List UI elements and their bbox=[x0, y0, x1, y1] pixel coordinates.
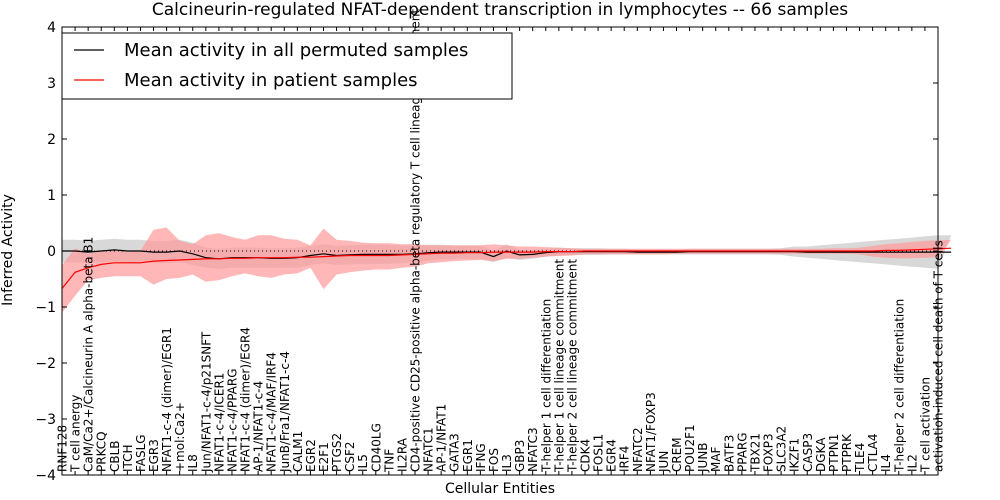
x-tick-label: CD4-positive CD25-positive alpha-beta re… bbox=[409, 9, 423, 472]
x-tick-label: FASLG bbox=[134, 434, 148, 472]
y-tick-label: −2 bbox=[35, 356, 56, 372]
x-tick-label: T-helper 1 cell differentiation bbox=[539, 299, 553, 473]
x-tick-label: EGR2 bbox=[304, 439, 318, 472]
x-tick-label: IL4 bbox=[879, 454, 893, 472]
x-tick-label: NFAT1-c-4/PPARG bbox=[226, 368, 240, 472]
x-tick-label: FOXP3 bbox=[762, 433, 776, 472]
x-tick-label: EGR4 bbox=[605, 439, 619, 472]
x-tick-label: TLE4 bbox=[853, 443, 867, 473]
x-tick-label: NFAT1-c-4/MAF/IRF4 bbox=[265, 352, 279, 472]
x-tick-label: E2F1 bbox=[317, 442, 331, 472]
y-tick-label: 4 bbox=[47, 20, 56, 36]
y-tick-label: 1 bbox=[47, 188, 56, 204]
x-tick-label: CaM/Ca2+/Calcineurin A alpha-beta B1 bbox=[82, 237, 96, 472]
x-tick-label: JUNB bbox=[696, 442, 710, 473]
x-tick-label: CD40LG bbox=[369, 423, 383, 472]
x-axis-label: Cellular Entities bbox=[445, 481, 555, 497]
y-axis-label: Inferred Activity bbox=[0, 194, 16, 306]
x-tick-label: CASP3 bbox=[801, 433, 815, 472]
x-tick-label: IFNG bbox=[474, 443, 488, 472]
x-tick-label: IL3 bbox=[500, 454, 514, 472]
x-tick-label: DGKA bbox=[814, 437, 828, 472]
line-series-1 bbox=[61, 247, 952, 289]
x-tick-label: CSF2 bbox=[343, 441, 357, 472]
x-tick-label: NFATC2 bbox=[631, 427, 645, 472]
x-tick-label: FOS bbox=[487, 448, 501, 472]
x-tick-label: IRF4 bbox=[618, 446, 632, 472]
legend-label: Mean activity in patient samples bbox=[124, 70, 418, 91]
x-tick-label: GBP3 bbox=[513, 440, 527, 472]
x-tick-label: NFATC3 bbox=[526, 427, 540, 472]
x-tick-label: IL8 bbox=[186, 454, 200, 472]
axes: −4 −3 −2 −1 0 1 2 3 4 bbox=[35, 20, 939, 484]
x-tick-label: MAF bbox=[709, 446, 723, 472]
x-tick-label: ITCH bbox=[121, 444, 135, 472]
chart-title: Calcineurin-regulated NFAT-dependent tra… bbox=[152, 0, 848, 20]
x-tick-label: T-helper 1 cell lineage commitment bbox=[552, 259, 566, 473]
x-tick-label: PTPN1 bbox=[827, 434, 841, 472]
x-tick-label: CTLA4 bbox=[866, 433, 880, 472]
legend: Mean activity in all permuted samplesMea… bbox=[61, 32, 513, 100]
x-tick-label: EGR3 bbox=[147, 439, 161, 472]
x-tick-label: CBLB bbox=[108, 440, 122, 472]
x-tick-label: EGR1 bbox=[461, 439, 475, 472]
y-tick-label: −1 bbox=[35, 300, 56, 316]
x-tick-label: CALM1 bbox=[291, 431, 305, 472]
x-tick-label: SLC3A2 bbox=[775, 426, 789, 472]
x-tick-label: T-helper 2 cell lineage commitment bbox=[565, 259, 579, 473]
x-tick-label: NFATC1 bbox=[422, 427, 436, 472]
x-tick-label: PTGS2 bbox=[330, 433, 344, 472]
x-tick-label: CDK4 bbox=[579, 439, 593, 472]
x-tick-label: IL2RA bbox=[395, 437, 409, 472]
x-tick-label: NFAT1/FOXP3 bbox=[644, 392, 658, 472]
x-tick-label: FOSL1 bbox=[592, 434, 606, 472]
y-tick-label: 0 bbox=[47, 244, 56, 260]
x-tick-label: IKZF1 bbox=[788, 438, 802, 472]
band-series-1 bbox=[62, 227, 952, 313]
x-tick-label: AP-1/NFAT1-c-4 bbox=[252, 381, 266, 472]
x-tick-label: BATF3 bbox=[722, 435, 736, 472]
line-series-0 bbox=[62, 249, 952, 260]
x-tick-label: JUN bbox=[657, 451, 671, 473]
x-tick-label: T cell activation bbox=[918, 377, 932, 473]
y-tick-label: 3 bbox=[47, 76, 56, 92]
legend-box bbox=[61, 32, 513, 100]
x-tick-label: NFAT1-c-4 (dimer)/EGR4 bbox=[239, 327, 253, 472]
x-tick-label: CREM bbox=[670, 437, 684, 472]
x-tick-label: TBX21 bbox=[749, 433, 763, 473]
x-tick-label: GATA3 bbox=[448, 433, 462, 472]
legend-label: Mean activity in all permuted samples bbox=[124, 40, 468, 61]
y-tick-label: −4 bbox=[35, 468, 56, 484]
x-tick-label: PPARG bbox=[735, 432, 749, 472]
y-tick-label: 2 bbox=[47, 132, 56, 148]
x-tick-label: +mol:Ca2+ bbox=[173, 402, 187, 472]
x-tick-label: IL2 bbox=[905, 454, 919, 472]
y-tick-label: −3 bbox=[35, 412, 56, 428]
x-tick-label: NFAT1-c-4/ICER1 bbox=[212, 373, 226, 472]
x-tick-label: JunB/Fra1/NFAT1-c-4 bbox=[278, 351, 292, 473]
series-lines bbox=[61, 247, 952, 289]
x-tick-label: T cell anergy bbox=[69, 395, 83, 473]
x-tick-label: POU2F1 bbox=[683, 424, 697, 472]
x-tick-label: PTPRK bbox=[840, 433, 854, 472]
confidence-bands bbox=[62, 227, 952, 313]
x-tick-label: Jun/NFAT1-c-4/p21SNFT bbox=[199, 331, 213, 473]
x-tick-label: PRKCQ bbox=[95, 431, 109, 472]
x-tick-label: T-helper 2 cell differentiation bbox=[892, 299, 906, 473]
x-tick-label: TNF bbox=[382, 449, 396, 473]
x-tick-label: AP-1/NFAT1 bbox=[435, 404, 449, 472]
x-tick-label: NFAT1-c-4 (dimer)/EGR1 bbox=[160, 327, 174, 472]
x-tick-label: IL5 bbox=[356, 454, 370, 472]
